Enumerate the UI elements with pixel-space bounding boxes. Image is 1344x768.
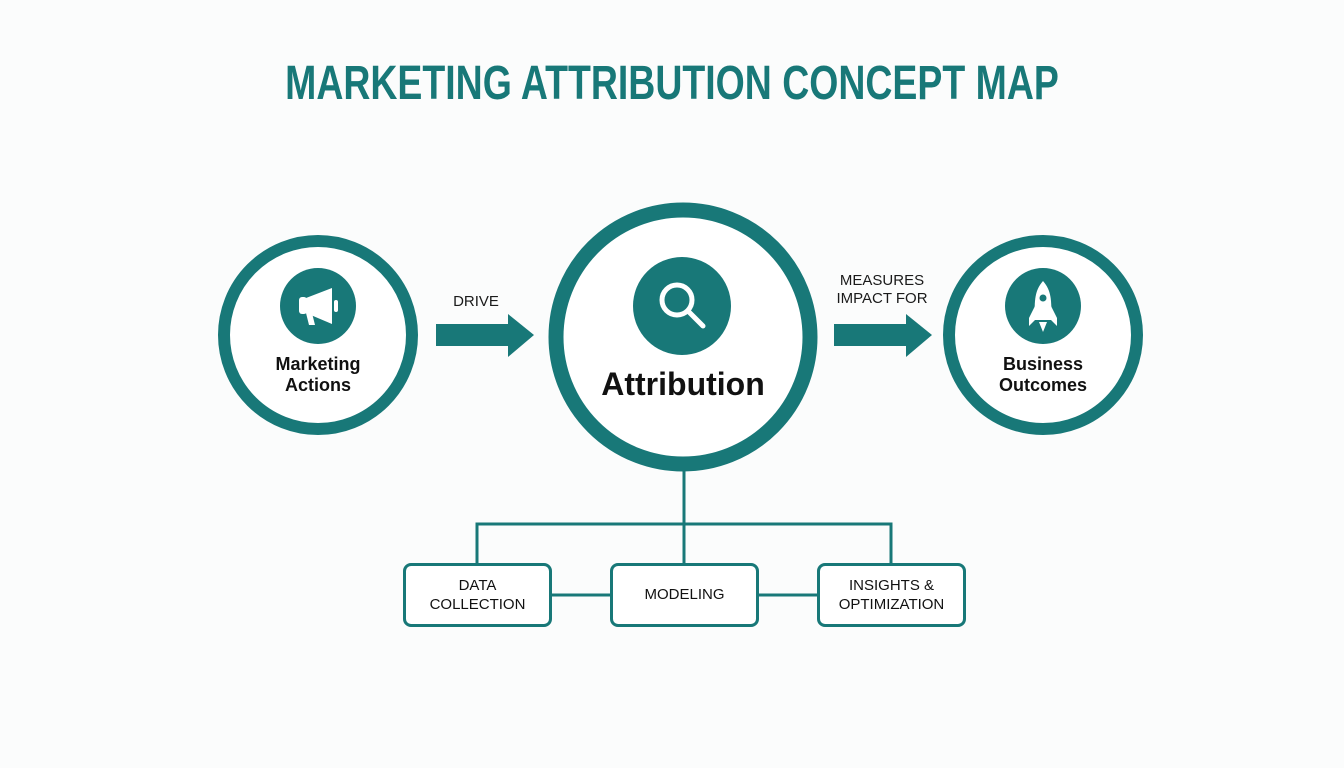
drive-arrow — [436, 314, 534, 357]
page-title: MARKETING ATTRIBUTION CONCEPT MAP — [285, 57, 1059, 110]
attribution-label: Attribution — [601, 366, 765, 402]
box-label-line: DATA — [458, 576, 497, 594]
drive-label: DRIVE — [453, 293, 499, 310]
label-line: IMPACT FOR — [836, 290, 928, 307]
rocket-icon — [1029, 281, 1057, 332]
attribution-icon-bg — [633, 257, 731, 355]
label-line: Actions — [284, 374, 351, 395]
magnifier-icon — [659, 282, 706, 329]
label-line: Outcomes — [998, 374, 1088, 395]
box-label-line: OPTIMIZATION — [838, 596, 945, 613]
insights-optimization-box[interactable]: INSIGHTS & OPTIMIZATION — [817, 563, 966, 627]
marketing-actions-label: Marketing Actions — [238, 354, 398, 395]
data-collection-box[interactable]: DATA COLLECTION — [403, 563, 552, 627]
box-label-line: MODELING — [644, 586, 725, 604]
box-label-line: INSIGHTS & — [848, 576, 934, 594]
label-line: Business — [1002, 354, 1084, 374]
box-label-line: COLLECTION — [429, 596, 526, 613]
label-line: MEASURES — [839, 272, 925, 289]
business-outcomes-label: Business Outcomes — [963, 354, 1123, 395]
measures-arrow — [834, 314, 932, 357]
tree-connectors — [475, 471, 893, 597]
measures-impact-label: MEASURES IMPACT FOR — [822, 272, 942, 308]
megaphone-icon — [299, 288, 338, 325]
modeling-box[interactable]: MODELING — [610, 563, 759, 627]
label-line: Marketing — [275, 354, 361, 374]
